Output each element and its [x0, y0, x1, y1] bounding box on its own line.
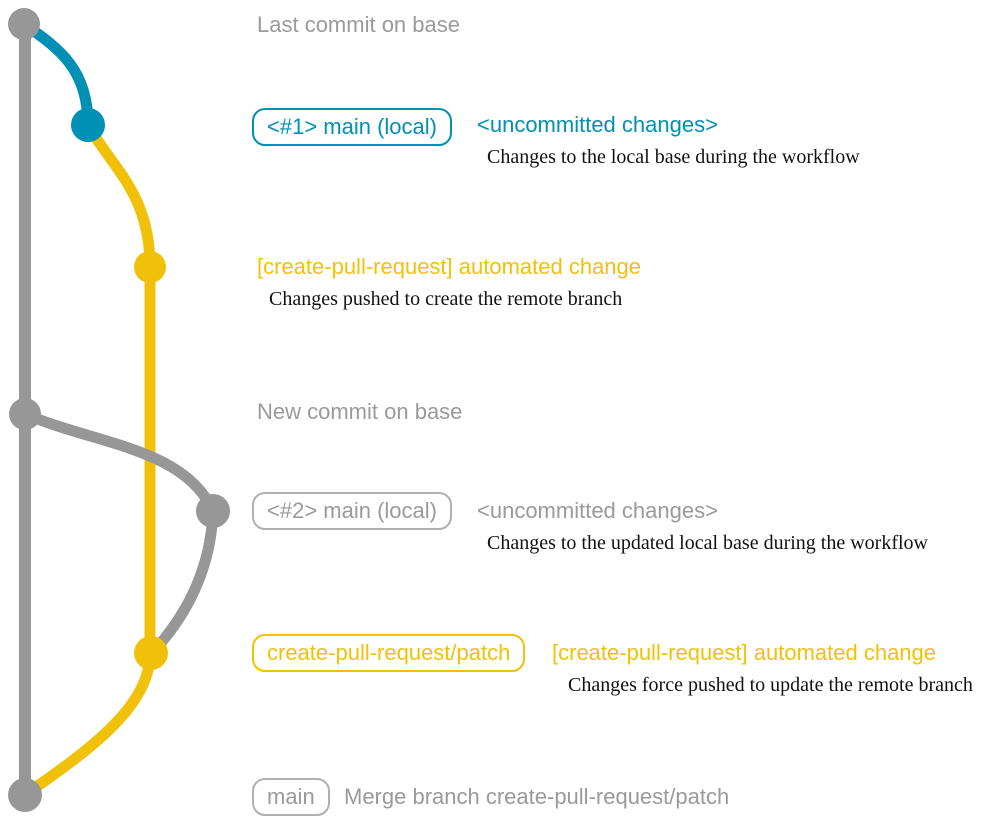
commit-dot-merge	[8, 778, 42, 812]
commit-title-automated-change-1: [create-pull-request] automated change	[257, 254, 642, 279]
description-push-create-branch: Changes pushed to create the remote bran…	[269, 288, 623, 310]
commit-dot-last-base	[8, 8, 40, 40]
commit-dot-local-main-2	[196, 494, 230, 528]
branch-badge-main: main	[252, 778, 330, 816]
commit-title-uncommitted-changes-2: <uncommitted changes>	[477, 498, 718, 523]
branch-badge-main-local-1: <#1> main (local)	[252, 108, 452, 146]
label-new-commit-on-base: New commit on base	[257, 399, 463, 424]
commit-dot-local-main-1	[71, 108, 105, 142]
description-force-push-update-branch: Changes force pushed to update the remot…	[568, 674, 973, 696]
commit-title-uncommitted-changes-1: <uncommitted changes>	[477, 112, 718, 137]
patch-branch-curve	[19, 119, 156, 801]
commit-dot-automated-change-1	[134, 251, 166, 283]
description-local-base-changes-1: Changes to the local base during the wor…	[487, 146, 860, 168]
branch-badge-patch: create-pull-request/patch	[252, 634, 526, 672]
branch-badge-main-local-2: <#2> main (local)	[252, 492, 452, 530]
commit-dot-automated-change-2	[134, 636, 168, 670]
rebased-local-main-curve	[19, 408, 219, 659]
description-local-base-changes-2: Changes to the updated local base during…	[487, 532, 928, 554]
local-main-branch-curve	[18, 18, 94, 131]
commit-dot-new-base	[9, 398, 41, 430]
commit-title-merge-branch: Merge branch create-pull-request/patch	[344, 784, 730, 809]
commit-title-automated-change-2: [create-pull-request] automated change	[552, 640, 937, 665]
label-last-commit-on-base: Last commit on base	[257, 12, 460, 37]
